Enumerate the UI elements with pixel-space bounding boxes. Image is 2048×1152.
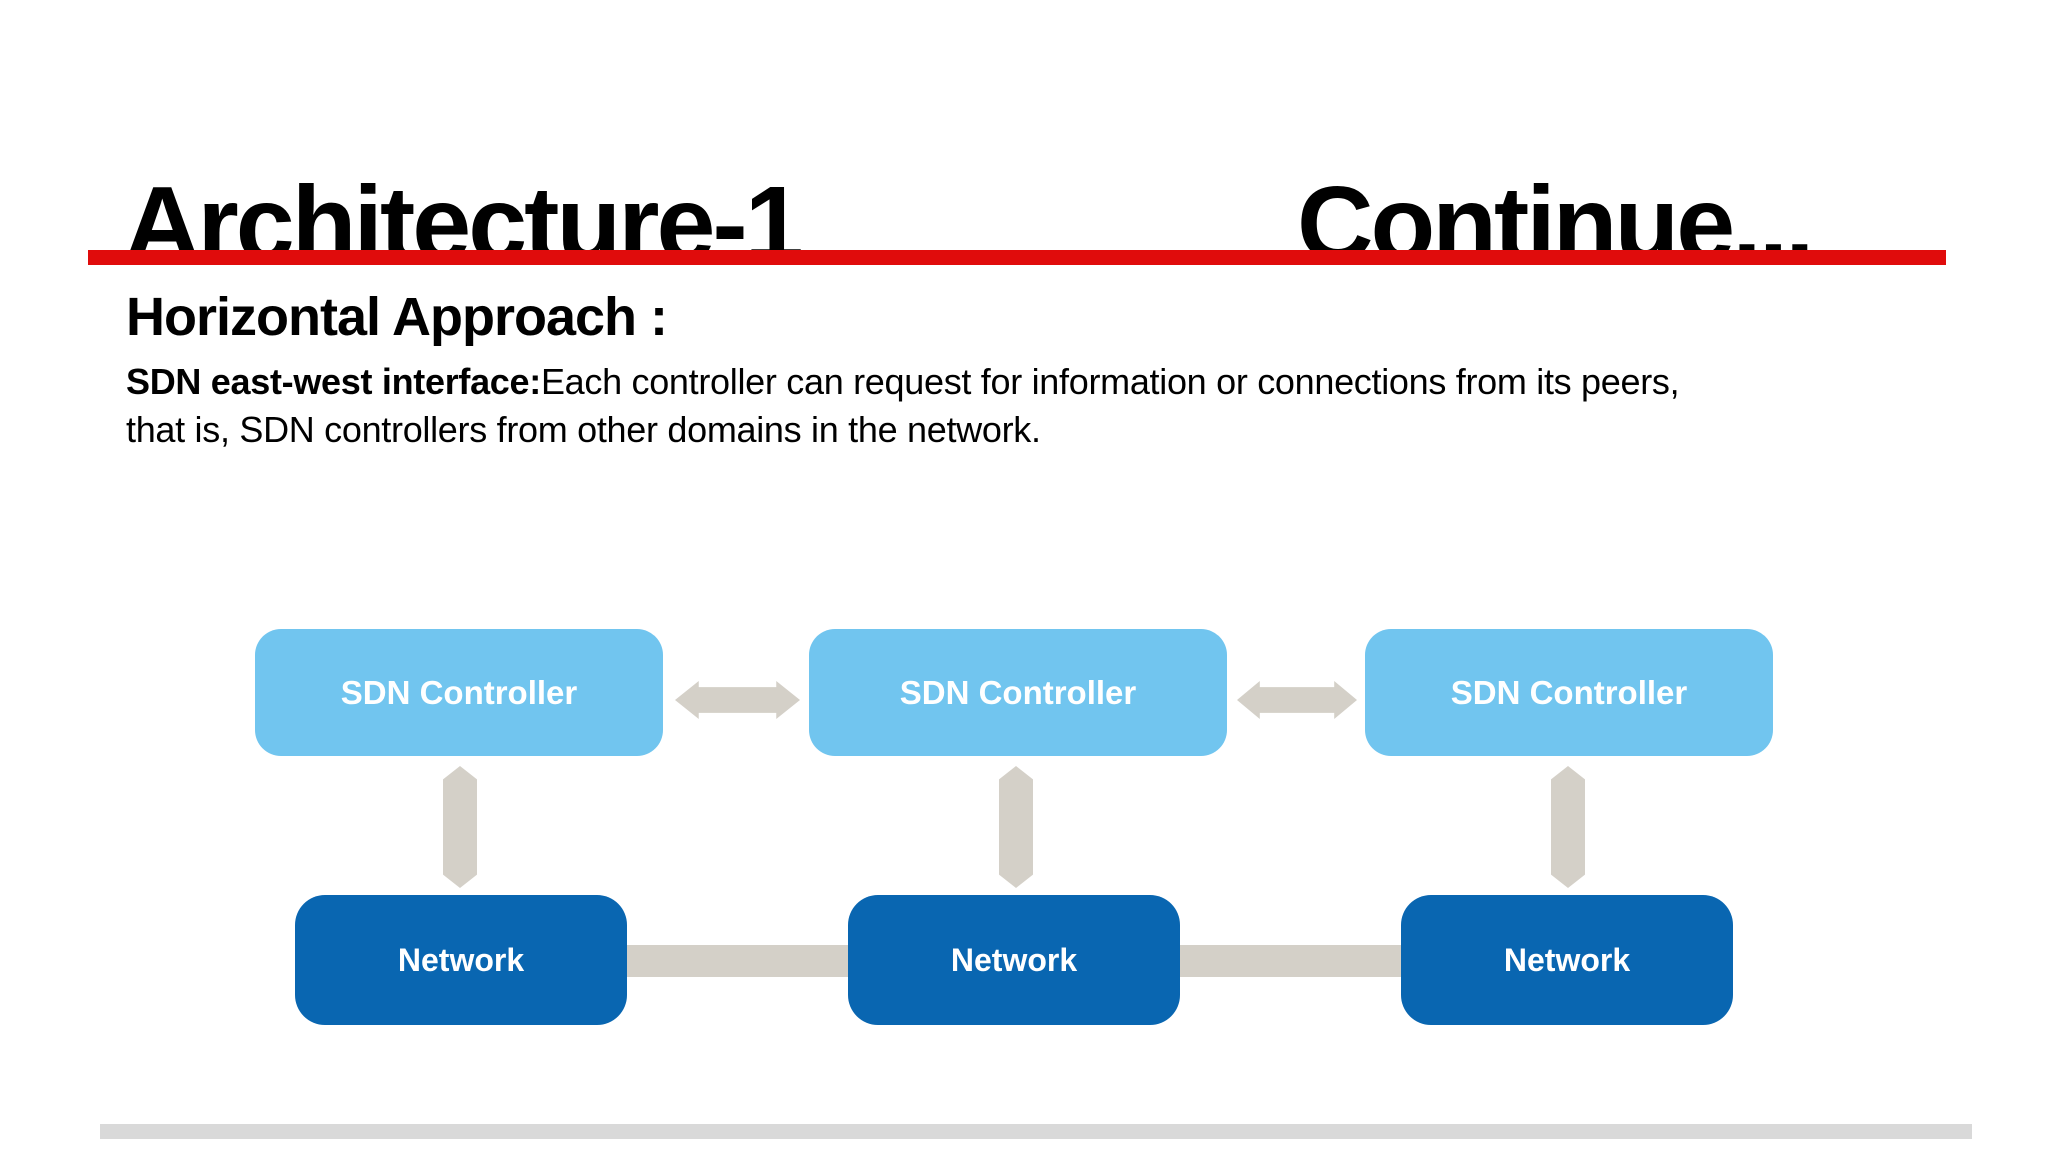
- section-heading: Horizontal Approach :: [126, 287, 668, 347]
- sdn-controller-label: SDN Controller: [899, 673, 1137, 711]
- paragraph-line-2-text: that is, SDN controllers from other doma…: [126, 409, 1041, 450]
- paragraph-line-1-text: Each controller can request for informat…: [540, 361, 1680, 402]
- network-box-1: Network: [295, 895, 627, 1025]
- network-link-bar-1: [627, 945, 848, 977]
- controller-network-arrow-1: [443, 766, 477, 888]
- paragraph-lead-bold: SDN east-west interface:: [126, 361, 541, 402]
- sdn-controller-box-3: SDN Controller: [1365, 629, 1773, 756]
- sdn-controller-box-2: SDN Controller: [809, 629, 1227, 756]
- sdn-controller-box-1: SDN Controller: [255, 629, 663, 756]
- controller-network-arrow-2: [999, 766, 1033, 888]
- network-box-3: Network: [1401, 895, 1733, 1025]
- east-west-double-arrow-2: [1237, 681, 1357, 719]
- network-label: Network: [1503, 941, 1631, 978]
- east-west-double-arrow-1: [675, 681, 800, 719]
- body-paragraph: SDN east-west interface:Each controller …: [126, 358, 1946, 454]
- footer-divider: [100, 1124, 1972, 1139]
- paragraph-line-2: that is, SDN controllers from other doma…: [126, 406, 1946, 454]
- network-label: Network: [397, 941, 525, 978]
- network-box-2: Network: [848, 895, 1180, 1025]
- network-link-bar-2: [1180, 945, 1401, 977]
- sdn-controller-label: SDN Controller: [340, 673, 578, 711]
- controller-network-arrow-3: [1551, 766, 1585, 888]
- network-label: Network: [950, 941, 1078, 978]
- title-divider: [88, 250, 1946, 265]
- sdn-controller-label: SDN Controller: [1450, 673, 1688, 711]
- paragraph-line-1: SDN east-west interface:Each controller …: [126, 358, 1946, 406]
